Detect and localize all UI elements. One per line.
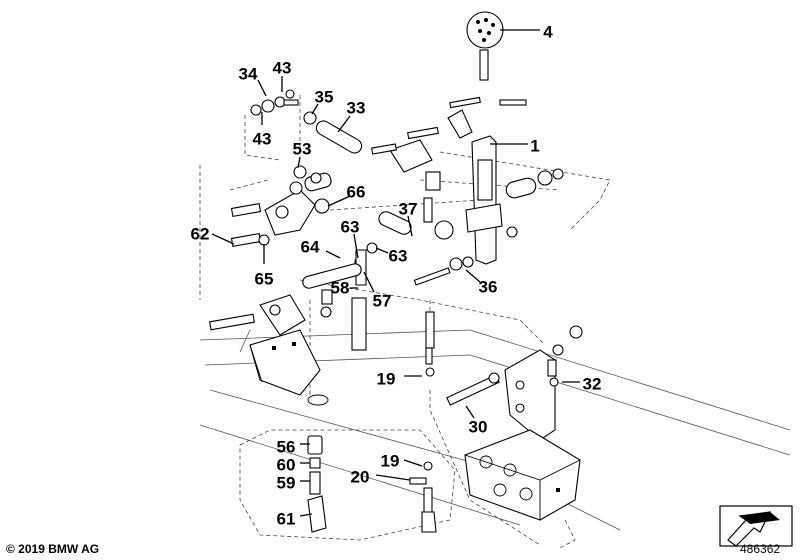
inset-parts xyxy=(307,435,437,533)
copyright-text: © 2019 BMW AG xyxy=(6,542,100,556)
callout-leader-line xyxy=(403,459,423,467)
callout-label: 62 xyxy=(191,224,210,243)
callout-label: 57 xyxy=(373,291,392,310)
callout-label: 4 xyxy=(543,22,553,41)
callout-label: 60 xyxy=(277,455,296,474)
callout-label: 65 xyxy=(255,269,274,288)
lower-right-housing xyxy=(464,429,581,521)
document-number: 486362 xyxy=(740,542,781,556)
callout-label: 63 xyxy=(341,217,360,236)
callout-label: 63 xyxy=(389,246,408,265)
direction-arrow-icon xyxy=(719,505,793,547)
callout-leader-line xyxy=(375,474,411,481)
callout-leader-line xyxy=(407,215,413,237)
callout-label: 35 xyxy=(315,87,334,106)
callout-label: 58 xyxy=(331,278,350,297)
callout-label: 36 xyxy=(479,277,498,296)
right-bracket xyxy=(446,325,583,441)
middle-linkage xyxy=(320,96,527,377)
callout-leader-line xyxy=(465,405,475,419)
callout-leader-line xyxy=(465,269,481,283)
callout-label: 56 xyxy=(277,437,296,456)
callout-label: 66 xyxy=(347,182,366,201)
callout-leader-line xyxy=(297,156,301,169)
callout-leader-line xyxy=(211,233,235,245)
callout-label: 53 xyxy=(293,139,312,158)
callout-leader-line xyxy=(375,247,389,254)
callout-label: 30 xyxy=(469,417,488,436)
callout-labels: 4 1 34 43 43 35 33 53 66 37 62 63 64 63 65 58 57 36 19 32 30… xyxy=(191,22,602,528)
callout-leader-line xyxy=(337,115,351,133)
callout-leader-line xyxy=(325,250,341,259)
callout-leader-line xyxy=(363,271,375,293)
callout-label: 64 xyxy=(301,237,320,256)
callout-label: 20 xyxy=(351,467,370,486)
callout-leader-line xyxy=(257,79,267,97)
callout-leader-line xyxy=(327,195,351,207)
shift-knob xyxy=(466,11,504,81)
right-washers xyxy=(302,168,564,289)
callout-leader-line xyxy=(299,513,313,517)
callout-label: 34 xyxy=(239,64,258,83)
callout-leader-line xyxy=(311,103,319,115)
callout-label: 59 xyxy=(277,473,296,492)
callout-label: 19 xyxy=(377,369,396,388)
callout-label: 33 xyxy=(347,98,366,117)
callout-label: 1 xyxy=(530,136,539,155)
upper-left-parts xyxy=(250,89,363,184)
callout-label: 37 xyxy=(399,199,418,218)
callout-label: 43 xyxy=(253,129,272,148)
lever-housing xyxy=(465,135,503,265)
callout-leader-line xyxy=(353,233,359,259)
callout-label: 32 xyxy=(583,374,602,393)
callout-label: 61 xyxy=(277,509,296,528)
callout-label: 43 xyxy=(273,58,292,77)
callout-label: 19 xyxy=(381,451,400,470)
left-mount-block xyxy=(209,294,329,406)
